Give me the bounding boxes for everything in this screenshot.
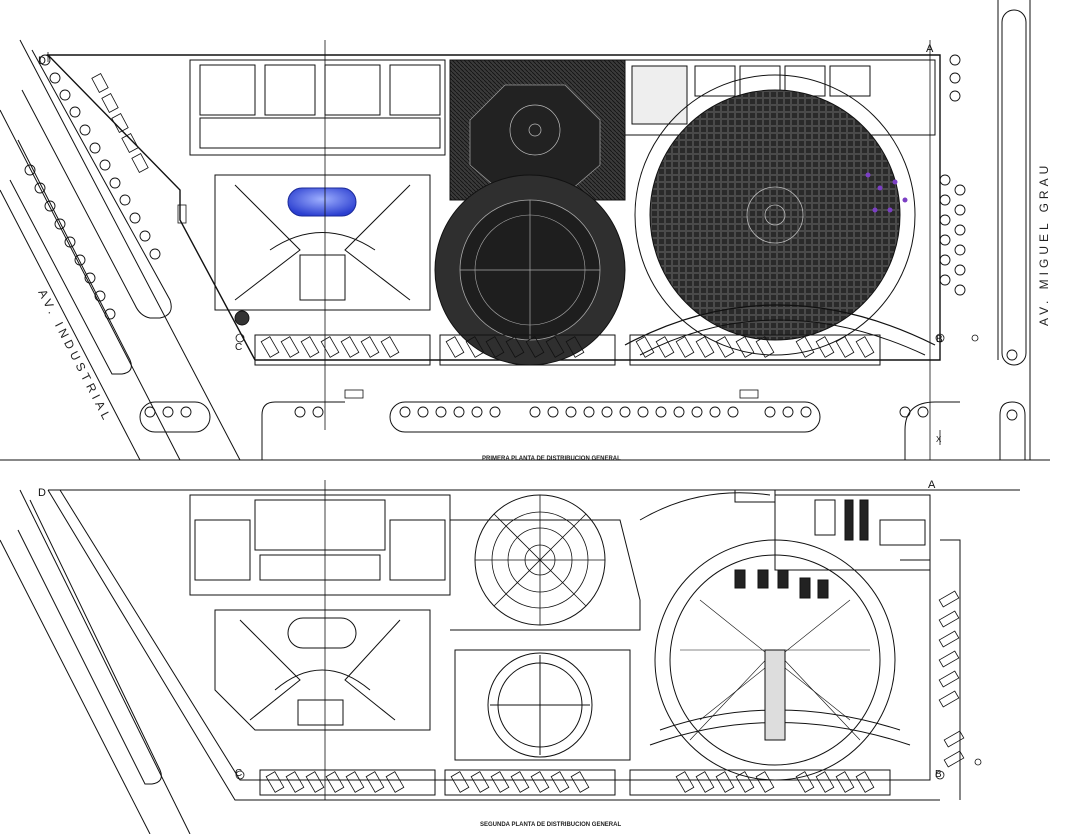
first-floor-plan xyxy=(0,0,1050,461)
second-floor-plan xyxy=(0,489,1020,834)
grid-label-d-bottom: D xyxy=(38,487,46,499)
highlight-capsule xyxy=(287,187,357,217)
grid-label-c-bottom: C xyxy=(235,768,242,779)
first-floor-trees xyxy=(24,54,1018,421)
second-floor-parking xyxy=(265,590,965,793)
street-label-miguel-grau: AV. MIGUEL GRAU xyxy=(1037,162,1051,326)
grid-label-b-top: B xyxy=(936,334,943,345)
grid-label-a-top: A xyxy=(926,43,934,55)
dimension-markers xyxy=(47,40,982,800)
grid-label-a-bottom: A xyxy=(928,479,936,491)
second-floor-title: SEGUNDA PLANTA DE DISTRIBUCION GENERAL xyxy=(480,822,621,828)
first-floor-parking xyxy=(91,73,875,399)
grid-label-x: X xyxy=(936,435,942,444)
first-floor-title: PRIMERA PLANTA DE DISTRIBUCION GENERAL xyxy=(482,456,621,462)
grid-label-c-top: C xyxy=(235,342,242,353)
grid-label-b-bottom: B xyxy=(935,769,942,780)
grid-label-d-top: D xyxy=(38,55,46,67)
